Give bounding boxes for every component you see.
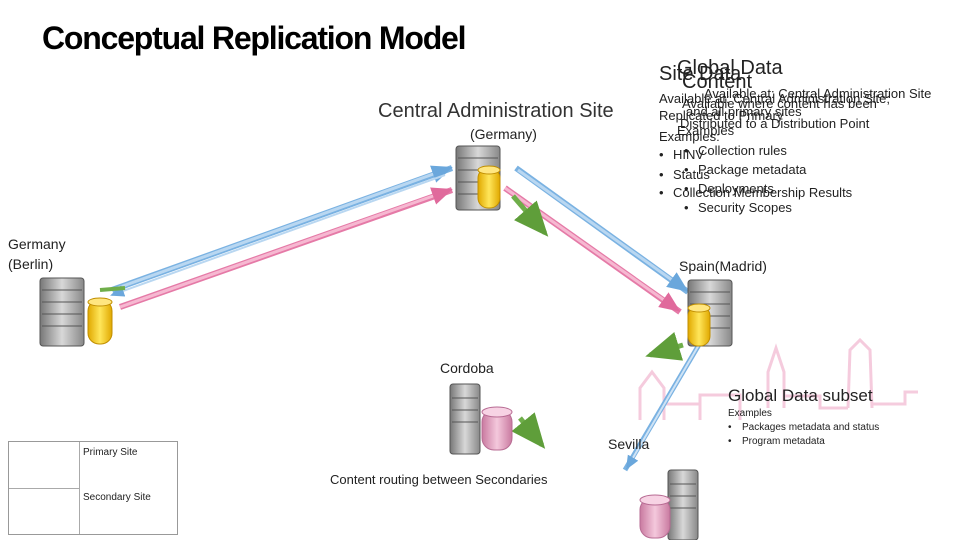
panel-heading-content: Content	[682, 71, 753, 93]
panel-line-available-cas-alt: Available at: Central Administration Sit…	[659, 91, 890, 106]
panel-line-examples-1: Examples:	[659, 129, 720, 144]
legend-secondary-cell	[9, 488, 80, 534]
bullet-deployments: Deployments	[684, 180, 774, 198]
panel-heading-global-data: Global Data	[677, 57, 783, 79]
legend-box: Primary Site Secondary Site	[8, 441, 178, 535]
germany-site-label: Germany (Berlin)	[8, 236, 66, 272]
panel-line-examples-2: Examples	[677, 123, 735, 138]
berlin-server-icon	[39, 277, 113, 347]
cordoba-server-icon	[449, 383, 513, 455]
central-site-country: (Germany)	[470, 126, 537, 142]
replication-arrow-pink-madrid-inner	[504, 186, 681, 312]
replication-arrow-blue-sevilla-inner	[625, 342, 701, 470]
central-site-label: Central Administration Site	[378, 100, 614, 122]
bullet-security-scopes: Security Scopes	[684, 199, 792, 217]
spain-site-label: Spain(Madrid)	[679, 258, 767, 274]
sevilla-server-icon	[639, 469, 699, 540]
replication-arrow-blue-return	[110, 174, 446, 297]
subset-title: Global Data subset	[728, 386, 873, 405]
subset-examples-label: Examples	[728, 408, 772, 419]
sevilla-site-label: Sevilla	[608, 436, 650, 452]
content-arrow-green-berlin	[99, 286, 126, 292]
bullet-collection-rules: Collection rules	[684, 142, 787, 160]
subset-item-packages: Packages metadata and status	[728, 422, 879, 433]
content-arrow-green-madrid	[645, 331, 684, 361]
panel-line-replicated: Replicated to Primary	[659, 108, 784, 123]
central-server-icon	[455, 145, 501, 211]
replication-arrow-pink-inner	[119, 187, 453, 309]
bullet-package-metadata: Package metadata	[684, 161, 806, 179]
content-routing-label: Content routing between Secondaries	[330, 472, 548, 487]
madrid-server-icon	[687, 279, 733, 347]
panel-line-available-content: Available where content has been	[682, 96, 877, 111]
replication-arrow-blue-inner	[111, 165, 453, 292]
panel-line-distributed: Distributed to a Distribution Point	[680, 116, 870, 131]
legend-primary-cell	[9, 442, 80, 489]
skyline-watermark	[638, 337, 918, 420]
subset-item-program: Program metadata	[728, 436, 825, 447]
page-title: Conceptual Replication Model	[42, 20, 467, 56]
legend-primary-label: Primary Site	[83, 447, 138, 458]
legend-secondary-label: Secondary Site	[83, 492, 151, 503]
panel-line-all-primary: and all primary sites	[686, 104, 802, 119]
panel-line-available-cas: Available at: Central Administration Sit…	[704, 86, 932, 101]
panel-heading-site-data: Site Data	[659, 63, 742, 85]
cordoba-site-label: Cordoba	[440, 360, 494, 376]
content-arrow-green-cordoba	[511, 412, 546, 449]
replication-arrow-blue-madrid-inner	[517, 168, 689, 292]
content-arrow-green-central	[511, 194, 549, 237]
